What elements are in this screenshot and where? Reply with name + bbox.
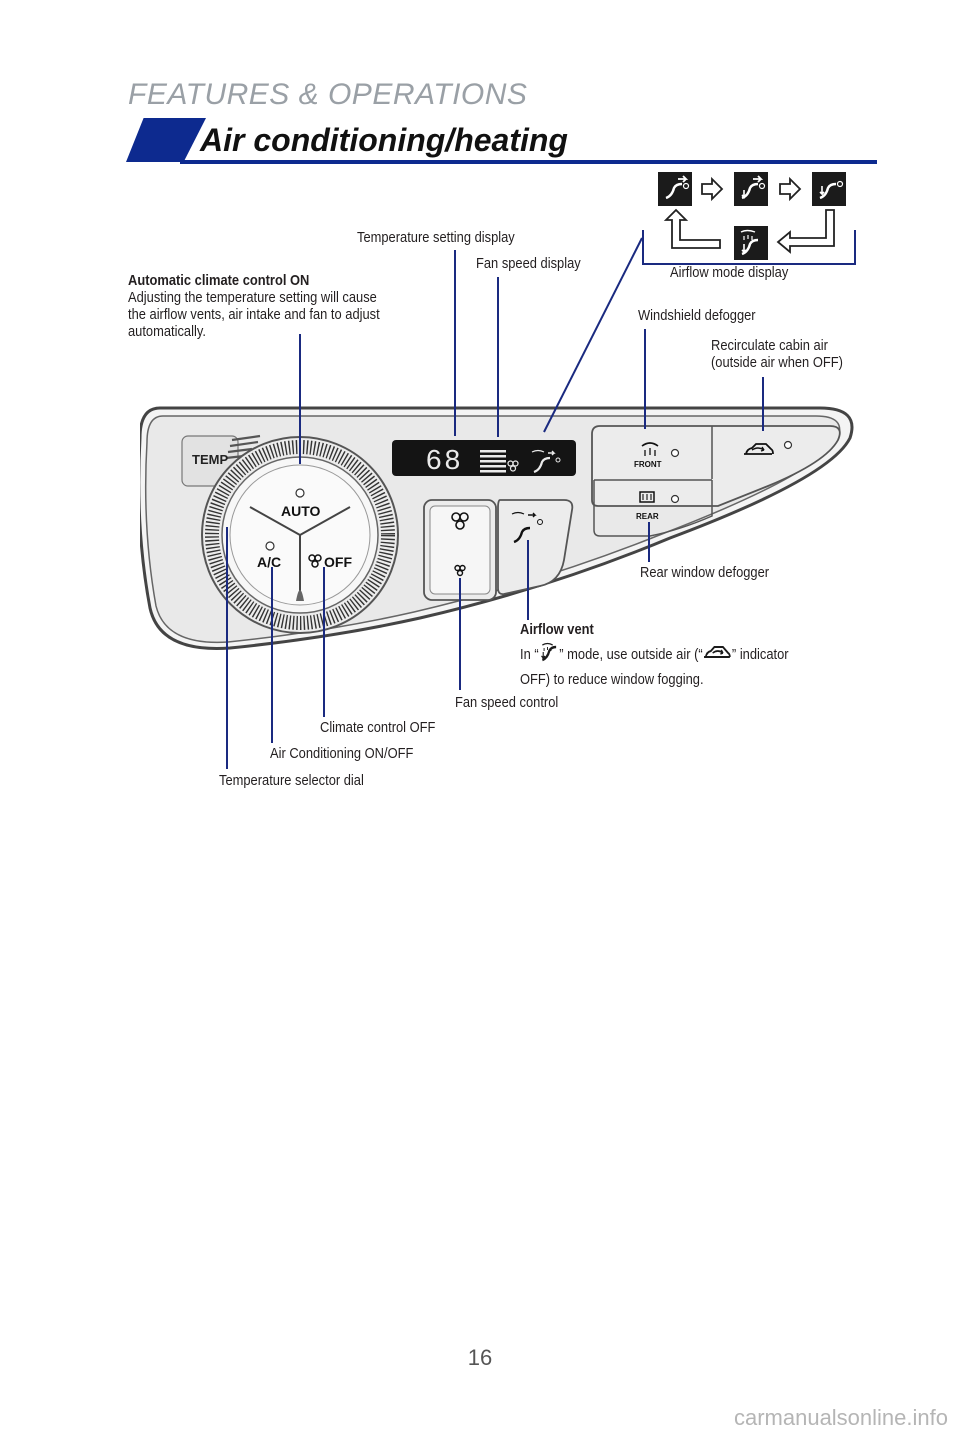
title-banner-accent — [126, 118, 206, 162]
auto-description: Automatic climate control ON Adjusting t… — [128, 272, 380, 340]
label-recirculate: Recirculate cabin air (outside air when … — [711, 337, 843, 371]
airflow-vent-title: Airflow vent — [520, 621, 594, 638]
leader-line-recirculate — [762, 377, 764, 431]
label-recirculate-line-2: (outside air when OFF) — [711, 354, 843, 371]
leader-line-airflow-vent — [527, 540, 529, 620]
label-temperature-selector-dial: Temperature selector dial — [219, 772, 364, 789]
airflow-vent-line-1: In “ ” mode, use outside air (“ ” indicato… — [520, 642, 789, 667]
airflow-vent-text-b: ” mode, use outside air (“ — [559, 646, 703, 663]
arrow-right-icon — [701, 176, 724, 202]
windshield-defogger-button[interactable]: FRONT — [634, 442, 680, 469]
front-label: FRONT — [634, 460, 662, 469]
section-heading: FEATURES & OPERATIONS — [128, 78, 528, 111]
display-airflow-mode-icon — [531, 449, 561, 474]
airflow-mode-sequence — [642, 172, 856, 265]
fan-speed-control-button[interactable] — [423, 499, 497, 601]
rear-label: REAR — [636, 512, 659, 521]
label-rear-window-defogger: Rear window defogger — [640, 564, 770, 581]
page-number: 16 — [467, 1345, 493, 1370]
leader-line-climate-off — [323, 567, 325, 717]
leader-line-temp-setting — [454, 250, 456, 436]
arrow-up-return-icon — [663, 208, 721, 249]
rear-defogger-led — [670, 494, 680, 504]
airflow-vent-text-c: ” indicator — [731, 646, 789, 663]
leader-line-temp-dial — [226, 527, 228, 769]
auto-description-line-2: the airflow vents, air intake and fan to… — [128, 306, 380, 323]
mode-display-bracket — [642, 230, 856, 265]
label-fan-speed-control: Fan speed control — [455, 694, 559, 711]
label-airflow-mode-display: Airflow mode display — [670, 264, 789, 281]
leader-line-fan-speed-control — [459, 578, 461, 690]
display-fan-icon — [507, 460, 519, 472]
arrow-right-icon — [779, 176, 802, 202]
auto-description-line-3: automatically. — [128, 323, 206, 340]
fan-icon — [308, 554, 322, 568]
fan-low-icon — [454, 564, 466, 577]
face-feet-mode-icon — [734, 172, 768, 206]
page-title: Air conditioning/heating — [200, 122, 568, 158]
label-fan-speed-display: Fan speed display — [476, 255, 581, 272]
off-button[interactable]: OFF — [324, 554, 352, 570]
front-defogger-led — [670, 448, 680, 458]
label-climate-control-off: Climate control OFF — [320, 719, 436, 736]
leader-line-airflow-mode — [543, 237, 643, 433]
label-temperature-setting-display: Temperature setting display — [357, 229, 515, 246]
leader-line-ac — [271, 567, 273, 743]
climate-control-panel: TEMP AUTO A/C OFF 68 — [140, 406, 854, 650]
recirculate-led — [783, 440, 793, 450]
leader-line-auto — [299, 334, 301, 464]
airflow-vent-line-2: OFF) to reduce window fogging. — [520, 671, 704, 688]
auto-description-title: Automatic climate control ON — [128, 272, 310, 289]
ac-indicator-led — [265, 541, 275, 551]
label-ac-on-off: Air Conditioning ON/OFF — [270, 745, 414, 762]
airflow-vent-text-a: In “ — [520, 646, 539, 663]
airflow-vent-button[interactable] — [497, 499, 574, 596]
leader-line-windshield — [644, 329, 646, 429]
feet-defrost-mode-icon — [540, 642, 556, 662]
temperature-setting-value: 68 — [426, 444, 463, 475]
rear-defogger-button[interactable]: REAR — [636, 491, 680, 521]
temp-label: TEMP — [192, 452, 228, 467]
airflow-vent-description: Airflow vent In “ ” mode, use outside air… — [520, 617, 789, 692]
auto-button[interactable]: AUTO — [281, 503, 321, 519]
temperature-selector-dial[interactable] — [201, 436, 399, 634]
watermark: carmanualsonline.info — [733, 1405, 948, 1430]
label-recirculate-line-1: Recirculate cabin air — [711, 337, 828, 354]
ac-button[interactable]: A/C — [257, 554, 281, 570]
recirculate-button[interactable] — [744, 440, 793, 455]
auto-indicator-led — [295, 488, 305, 498]
label-windshield-defogger: Windshield defogger — [638, 307, 756, 324]
auto-description-line-1: Adjusting the temperature setting will c… — [128, 289, 377, 306]
leader-line-rear-defogger — [648, 522, 650, 562]
fan-high-icon — [451, 512, 469, 530]
defogger-button-cluster — [591, 425, 841, 537]
face-mode-icon — [658, 172, 692, 206]
title-rule — [180, 160, 877, 164]
leader-line-fan-speed-display — [497, 277, 499, 437]
arrow-left-return-icon — [776, 209, 835, 254]
recirculate-car-icon — [704, 646, 732, 658]
feet-defrost-mode-icon — [734, 226, 768, 260]
lcd-display: 68 — [392, 440, 576, 476]
feet-mode-icon — [812, 172, 846, 206]
fan-speed-bars — [480, 450, 506, 473]
